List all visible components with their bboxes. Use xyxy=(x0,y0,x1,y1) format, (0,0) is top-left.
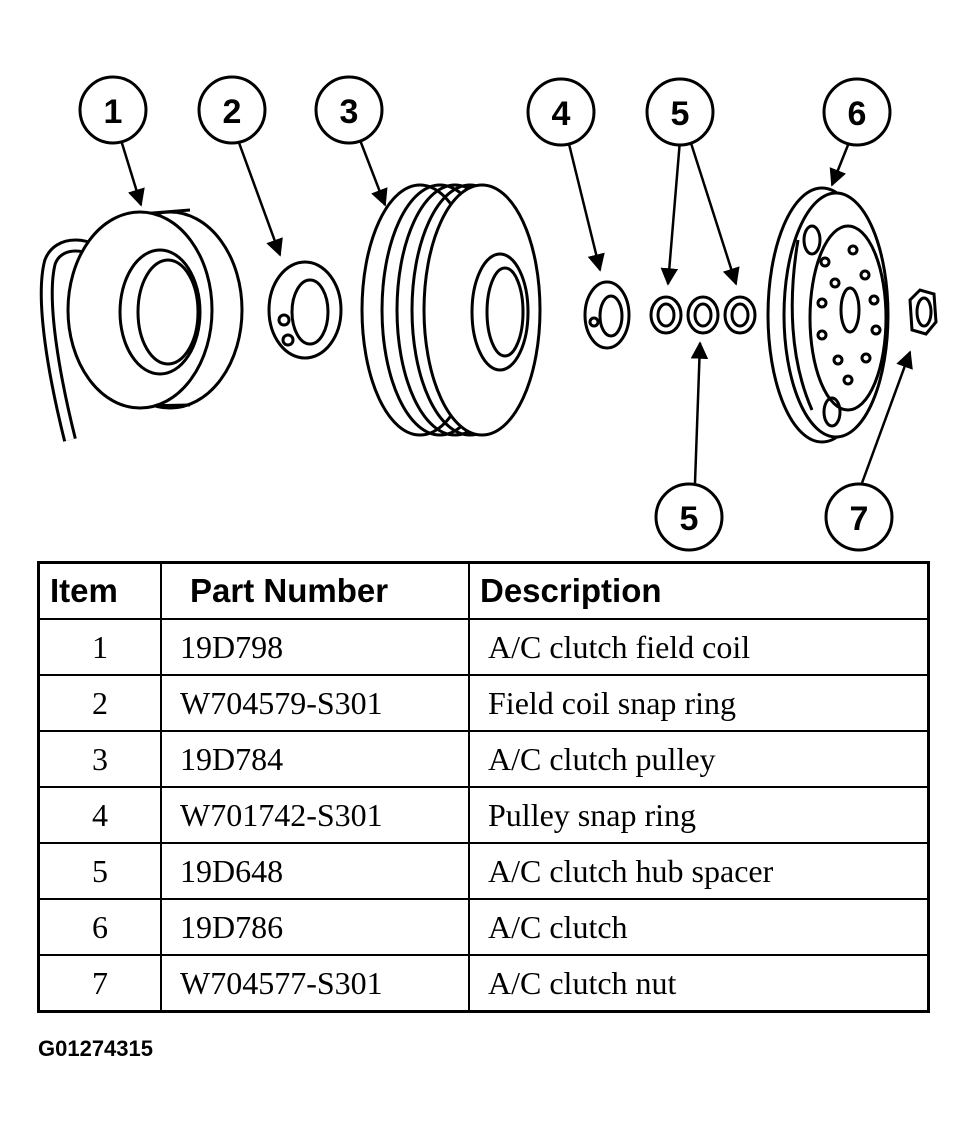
parts-table: Item Part Number Description 1 19D798 A/… xyxy=(37,561,930,1013)
table-header-row: Item Part Number Description xyxy=(37,561,930,620)
callout-7: 7 xyxy=(850,500,869,538)
callout-6: 6 xyxy=(848,95,867,133)
cell-part-number: W704577-S301 xyxy=(160,954,470,1013)
field-coil-part xyxy=(39,208,244,442)
cell-description: A/C clutch field coil xyxy=(468,618,930,676)
table-row: 3 19D784 A/C clutch pulley xyxy=(37,730,930,788)
field-coil-snap-ring-part xyxy=(267,260,343,360)
cell-item: 4 xyxy=(37,786,162,844)
clutch-nut-part xyxy=(908,288,938,336)
callout-circles xyxy=(78,75,894,552)
cell-description: Pulley snap ring xyxy=(468,786,930,844)
table-row: 7 W704577-S301 A/C clutch nut xyxy=(37,954,930,1013)
cell-part-number: 19D786 xyxy=(160,898,470,956)
cell-description: A/C clutch pulley xyxy=(468,730,930,788)
cell-item: 3 xyxy=(37,730,162,788)
figure-code: G01274315 xyxy=(38,1036,153,1061)
callout-5-bottom: 5 xyxy=(680,500,699,538)
callout-5-top: 5 xyxy=(671,95,690,133)
table-row: 4 W701742-S301 Pulley snap ring xyxy=(37,786,930,844)
cell-part-number: 19D798 xyxy=(160,618,470,676)
cell-item: 5 xyxy=(37,842,162,900)
cell-part-number: W701742-S301 xyxy=(160,786,470,844)
header-description: Description xyxy=(468,561,930,620)
pulley-snap-ring-part xyxy=(583,280,631,350)
cell-part-number: W704579-S301 xyxy=(160,674,470,732)
table-row: 2 W704579-S301 Field coil snap ring xyxy=(37,674,930,732)
header-item: Item xyxy=(37,561,162,620)
exploded-view-diagram: 1 2 3 4 5 6 5 7 xyxy=(0,0,969,560)
cell-part-number: 19D648 xyxy=(160,842,470,900)
clutch-pulley-part xyxy=(360,183,542,437)
table-row: 6 19D786 A/C clutch xyxy=(37,898,930,956)
hub-spacers-part xyxy=(649,295,757,335)
cell-description: Field coil snap ring xyxy=(468,674,930,732)
cell-description: A/C clutch nut xyxy=(468,954,930,1013)
cell-description: A/C clutch xyxy=(468,898,930,956)
table-row: 5 19D648 A/C clutch hub spacer xyxy=(37,842,930,900)
cell-description: A/C clutch hub spacer xyxy=(468,842,930,900)
leader-arrows xyxy=(119,139,913,484)
header-part-number: Part Number xyxy=(160,561,470,620)
cell-item: 7 xyxy=(37,954,162,1013)
callout-3: 3 xyxy=(340,93,359,131)
table-row: 1 19D798 A/C clutch field coil xyxy=(37,618,930,676)
cell-item: 2 xyxy=(37,674,162,732)
clutch-hub-plate-part xyxy=(766,186,890,444)
cell-item: 6 xyxy=(37,898,162,956)
callout-2: 2 xyxy=(223,93,242,131)
callout-1: 1 xyxy=(104,93,123,131)
cell-part-number: 19D784 xyxy=(160,730,470,788)
cell-item: 1 xyxy=(37,618,162,676)
callout-4: 4 xyxy=(552,95,571,133)
